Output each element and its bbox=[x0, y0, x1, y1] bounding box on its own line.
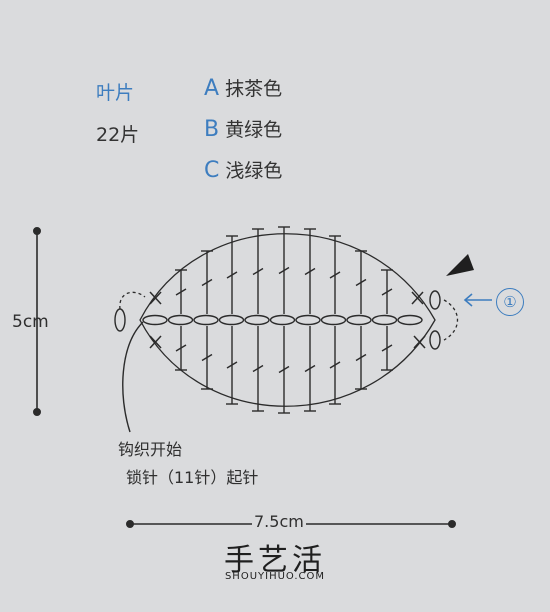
watermark-logo-text: 手艺活 bbox=[224, 543, 326, 578]
start-triangle-icon bbox=[446, 254, 474, 276]
end-chain-left bbox=[114, 308, 126, 332]
height-dimension-line bbox=[32, 227, 41, 416]
chain-stitch bbox=[193, 314, 219, 326]
end-chain-right-bottom bbox=[429, 330, 441, 350]
color-row-b: B 黄绿色 bbox=[204, 115, 282, 142]
color-row-a: A 抹茶色 bbox=[204, 74, 282, 101]
sc-mark-left-bottom bbox=[149, 335, 162, 349]
end-chain-right-top bbox=[429, 290, 441, 310]
color-row-c: C 浅绿色 bbox=[204, 156, 282, 183]
height-label: 5cm bbox=[12, 312, 49, 332]
double-crochet-stitch bbox=[175, 326, 187, 371]
bottom-stitch-row bbox=[175, 326, 393, 414]
turning-arc-left bbox=[119, 291, 146, 310]
row-arrow-icon bbox=[463, 293, 492, 307]
double-crochet-stitch bbox=[329, 326, 341, 405]
double-crochet-stitch bbox=[304, 228, 316, 314]
foundation-instruction: 锁针（11针）起针 bbox=[126, 468, 259, 487]
sc-mark-right-top bbox=[411, 291, 424, 305]
double-crochet-stitch bbox=[355, 250, 367, 314]
chain-stitch bbox=[218, 314, 245, 326]
sc-mark-right-bottom bbox=[413, 335, 426, 349]
start-tail bbox=[122, 321, 144, 433]
color-letter: A bbox=[204, 76, 220, 101]
double-crochet-stitch bbox=[304, 326, 316, 412]
double-crochet-stitch bbox=[381, 326, 393, 371]
double-crochet-stitch bbox=[381, 269, 393, 314]
legend-count: 22片 bbox=[96, 124, 140, 146]
row-number-marker: ① bbox=[496, 288, 524, 316]
legend-title: 叶片 bbox=[96, 82, 135, 104]
double-crochet-stitch bbox=[278, 226, 290, 314]
top-stitch-row bbox=[175, 226, 393, 314]
double-crochet-stitch bbox=[252, 228, 264, 314]
chain-stitch bbox=[320, 314, 347, 326]
color-name: 黄绿色 bbox=[225, 119, 283, 141]
chain-stitch bbox=[371, 314, 398, 326]
chain-stitch bbox=[142, 314, 168, 326]
watermark-url: SHOUYIHUO.COM bbox=[224, 571, 326, 582]
double-crochet-stitch bbox=[329, 235, 341, 314]
double-crochet-stitch bbox=[226, 326, 238, 405]
double-crochet-stitch bbox=[278, 326, 290, 414]
double-crochet-stitch bbox=[201, 326, 213, 390]
sc-mark-left-top bbox=[149, 291, 162, 305]
color-name: 抹茶色 bbox=[225, 78, 283, 100]
start-instruction: 钩织开始 bbox=[118, 440, 183, 459]
leaf-outline bbox=[139, 233, 436, 407]
single-crochet-marks bbox=[149, 291, 426, 349]
color-name: 浅绿色 bbox=[225, 160, 283, 182]
double-crochet-stitch bbox=[252, 326, 264, 412]
color-letter: B bbox=[204, 117, 220, 142]
color-letter: C bbox=[204, 158, 220, 183]
chain-stitch bbox=[244, 314, 270, 326]
chain-stitch bbox=[397, 314, 423, 326]
chain-stitch bbox=[295, 314, 321, 326]
double-crochet-stitch bbox=[226, 235, 238, 314]
chain-stitch bbox=[269, 314, 296, 326]
width-label: 7.5cm bbox=[252, 512, 306, 531]
double-crochet-stitch bbox=[355, 326, 367, 390]
turning-arc-right bbox=[443, 299, 459, 341]
double-crochet-stitch bbox=[175, 269, 187, 314]
chain-stitch bbox=[346, 314, 372, 326]
double-crochet-stitch bbox=[201, 250, 213, 314]
chain-stitch bbox=[167, 314, 194, 326]
chain-stitch-row bbox=[142, 314, 423, 326]
